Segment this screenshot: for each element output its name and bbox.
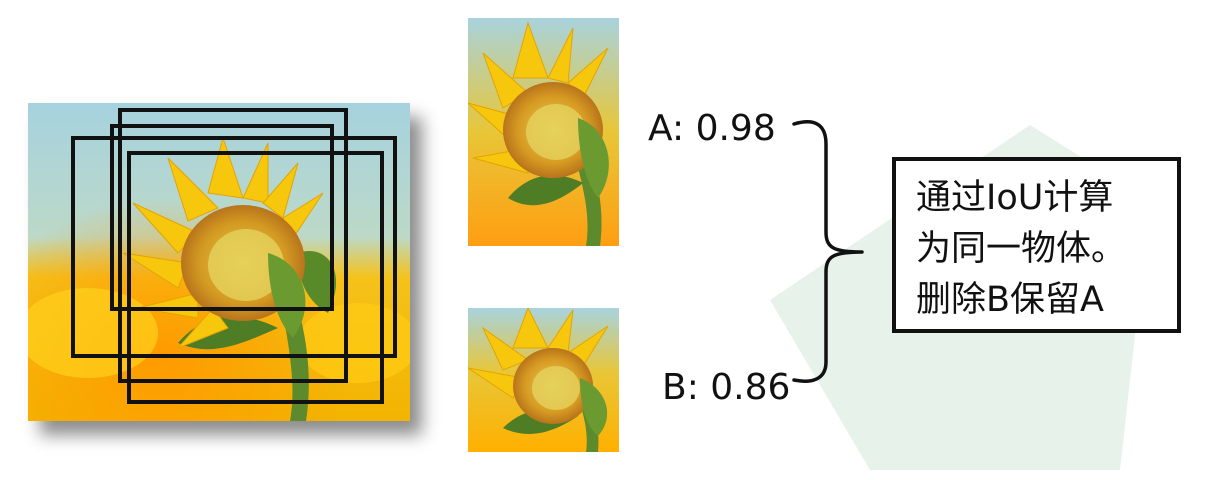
bounding-box-3 <box>71 136 397 358</box>
note-line-3: 删除B保留A <box>916 280 1104 320</box>
note-line-2: 为同一物体。 <box>916 229 1127 269</box>
crop-b-photo <box>468 308 619 452</box>
bounding-box-4 <box>127 151 384 404</box>
crop-a-photo <box>468 18 619 246</box>
sunflower-crop-b-icon <box>468 308 619 452</box>
sunflower-crop-a-icon <box>468 18 619 246</box>
right-brace <box>792 120 864 383</box>
sunflower-photo-icon <box>28 103 410 421</box>
score-label-a: A: 0.98 <box>648 108 776 149</box>
note-line-1: 通过IoU计算 <box>916 178 1114 218</box>
bounding-box-2 <box>110 124 334 311</box>
nms-note-box: 通过IoU计算 为同一物体。 删除B保留A <box>892 157 1181 333</box>
bounding-box-1 <box>118 108 348 383</box>
main-sunflower-photo <box>28 103 410 421</box>
score-label-b: B: 0.86 <box>662 367 791 408</box>
